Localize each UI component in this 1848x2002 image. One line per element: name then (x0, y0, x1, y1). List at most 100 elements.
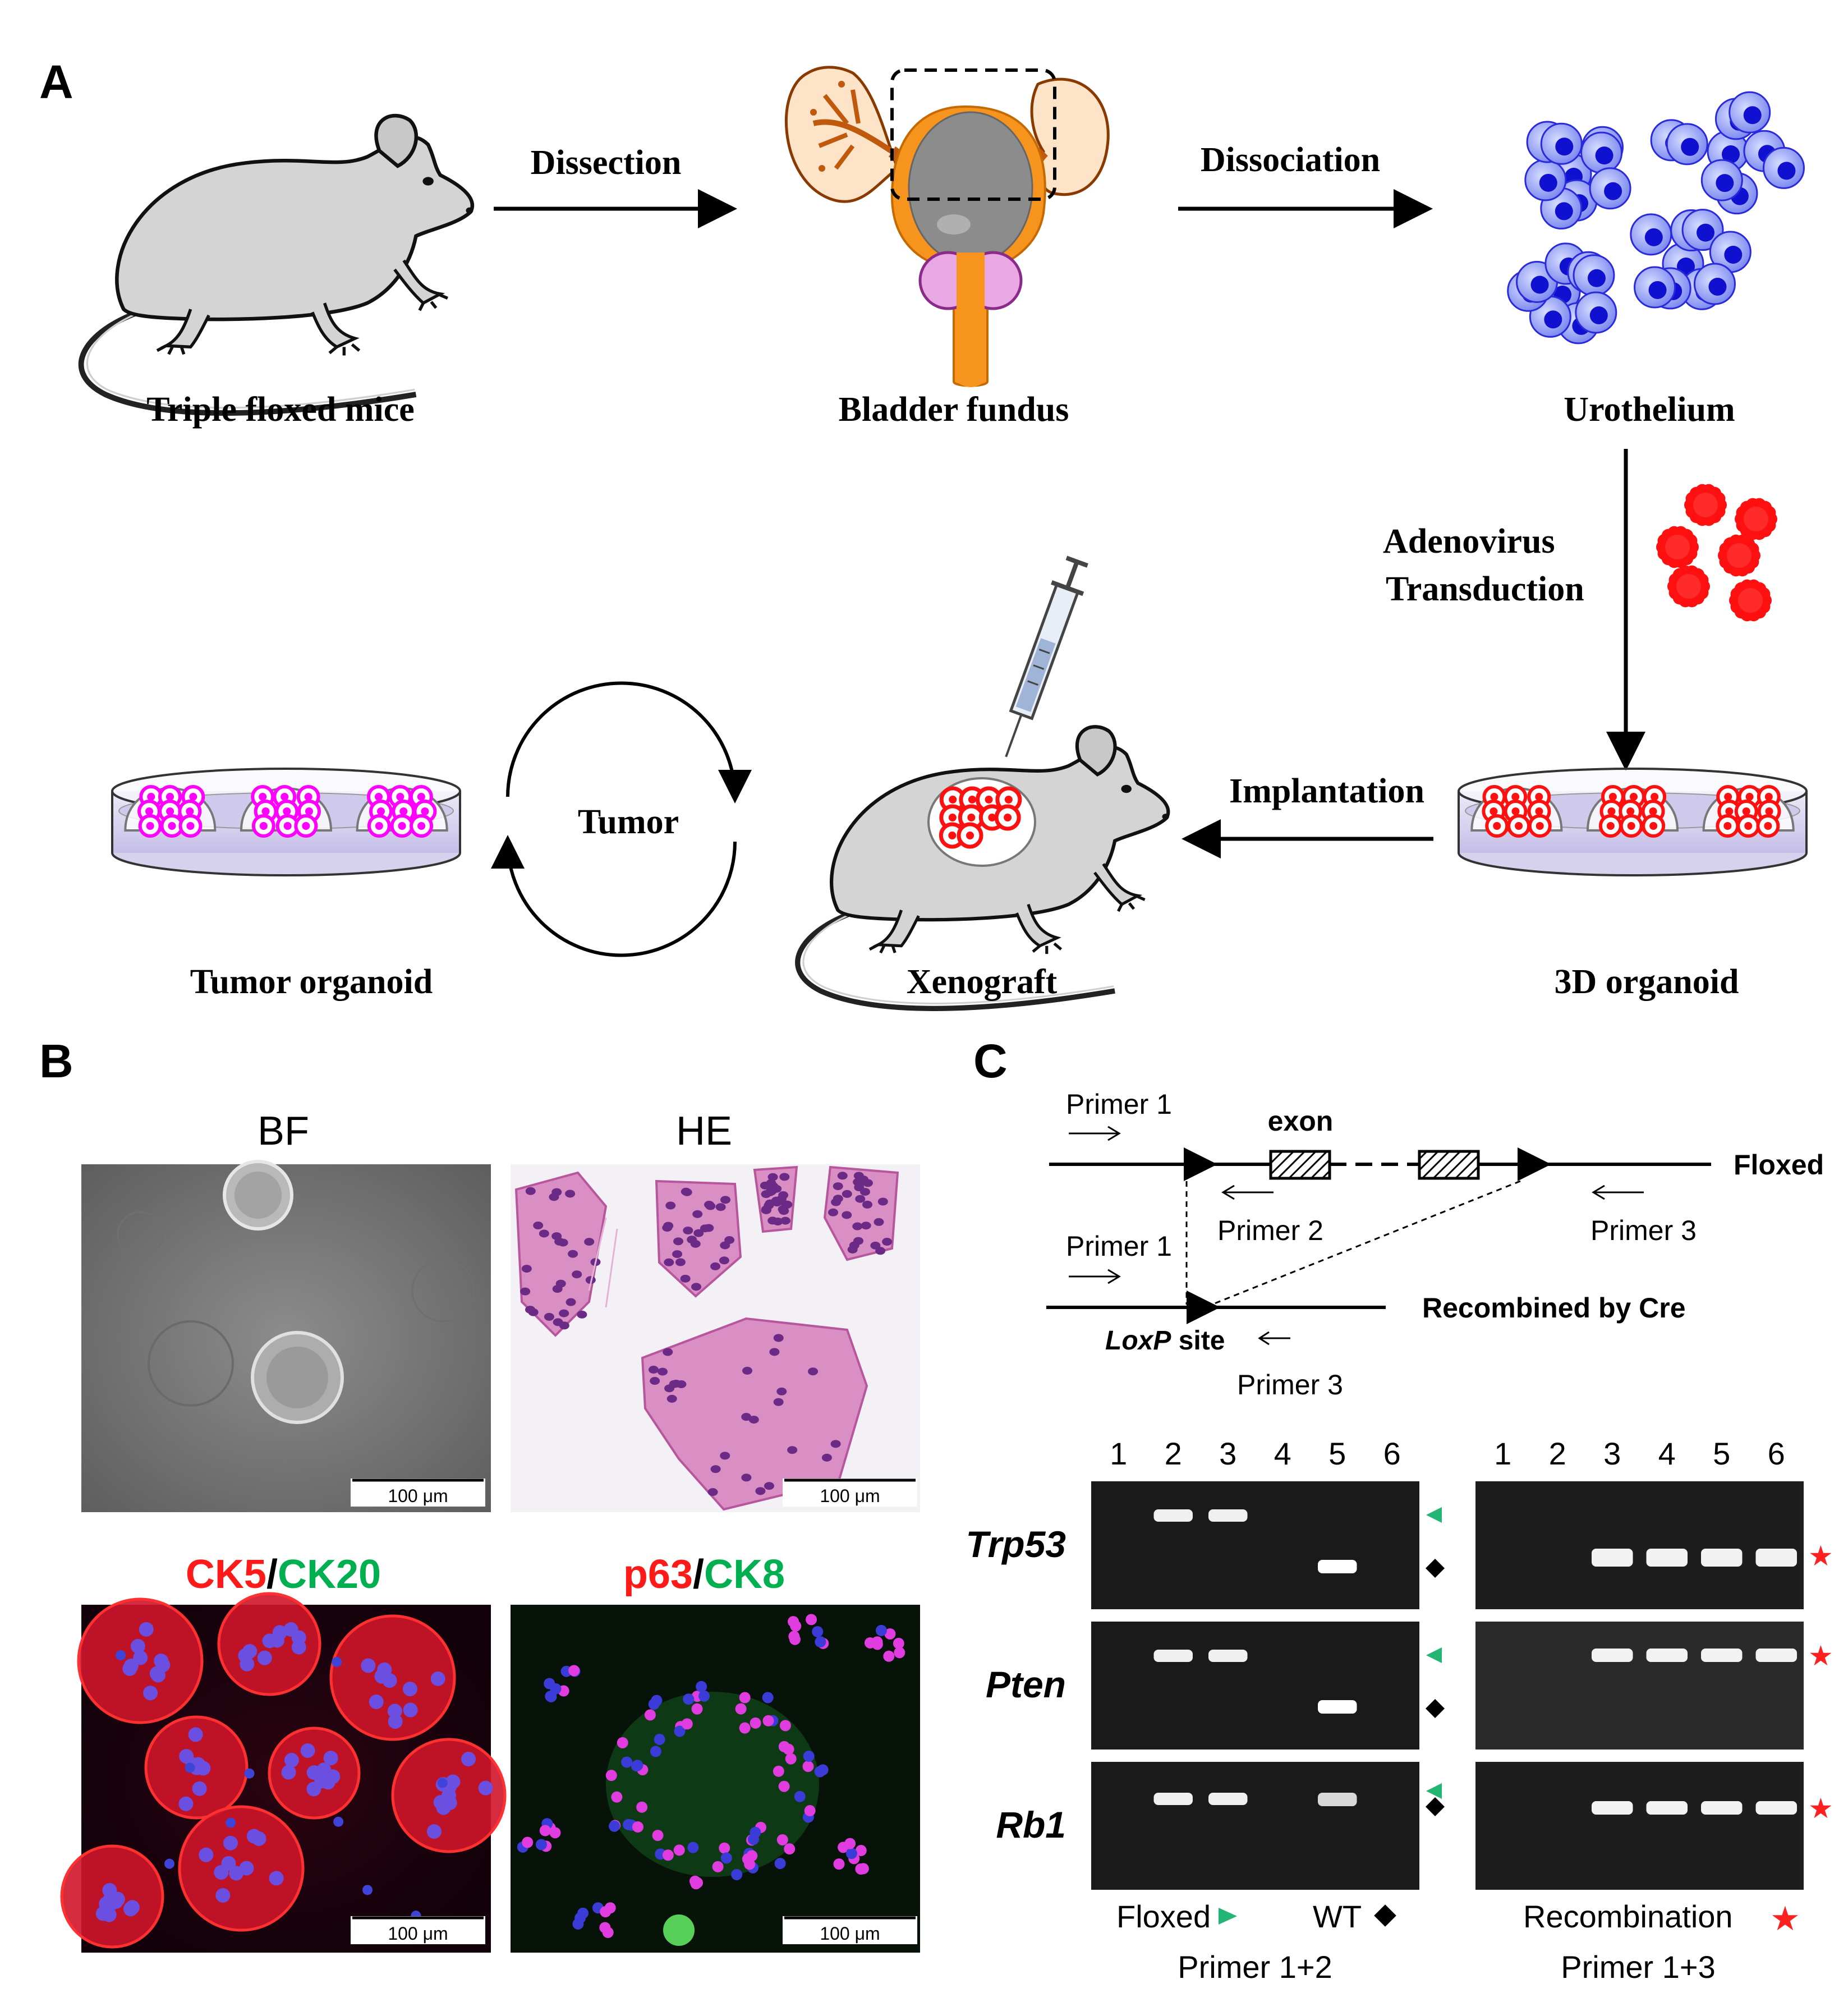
tumor-organoid-dish-icon (111, 768, 461, 876)
gel-band (1153, 1509, 1193, 1522)
label-dissection: Dissection (531, 144, 682, 182)
bf-micrograph (81, 1160, 491, 1512)
legend-wt: WT (1313, 1899, 1362, 1934)
gel-left-row (1091, 1481, 1419, 1609)
lane-label: 5 (1713, 1436, 1730, 1471)
gel-band (1701, 1649, 1743, 1662)
floxed-marker (1426, 1783, 1442, 1799)
gel-band (1755, 1649, 1797, 1662)
gel-band (1646, 1649, 1688, 1662)
floxed-marker (1426, 1647, 1442, 1663)
legend-wt-marker (1374, 1904, 1396, 1927)
exon-label: exon (1268, 1105, 1334, 1137)
primer1-label-top: Primer 1 (1066, 1089, 1172, 1120)
primer2-label: Primer 2 (1217, 1215, 1323, 1246)
gel-right-row (1475, 1622, 1804, 1750)
lane-label: 6 (1383, 1436, 1401, 1471)
gel-left-row (1091, 1622, 1419, 1750)
gel-band (1208, 1509, 1248, 1522)
gel-band (1592, 1801, 1633, 1815)
primer3-label-bottom: Primer 3 (1237, 1369, 1343, 1401)
lane-label: 3 (1219, 1436, 1236, 1471)
legend-floxed-marker (1219, 1908, 1237, 1925)
floxed-marker (1426, 1507, 1442, 1523)
gel-right-row (1475, 1481, 1804, 1609)
gel-band (1755, 1801, 1797, 1815)
gel-right-row (1475, 1762, 1804, 1890)
loxp-triangle-recombined (1187, 1291, 1220, 1324)
scalebar-he: 100 μm (820, 1486, 880, 1506)
stain-p63: p63 (623, 1552, 693, 1597)
label-triple-floxed-mice: Triple floxed mice (146, 391, 415, 429)
lane-label: 4 (1658, 1436, 1676, 1471)
organoid-dish-icon (1458, 768, 1808, 876)
title-p63-ck8: p63/CK8 (623, 1552, 785, 1597)
lane-label: 5 (1328, 1436, 1346, 1471)
gel-band (1592, 1549, 1633, 1567)
loxp-triangle-1 (1184, 1147, 1217, 1181)
gel-band (1755, 1549, 1797, 1567)
he-micrograph (511, 1164, 920, 1512)
label-bladder-fundus: Bladder fundus (839, 391, 1069, 429)
tumor-cycle-arrows (491, 681, 752, 957)
label-adenovirus: Adenovirus (1383, 522, 1555, 561)
primer1-arrow-bottom (1069, 1269, 1121, 1284)
wt-marker (1426, 1699, 1445, 1718)
label-urothelium: Urothelium (1564, 391, 1735, 429)
lane-label: 1 (1494, 1436, 1511, 1471)
wt-marker (1426, 1797, 1445, 1816)
gene-label: Rb1 (996, 1804, 1066, 1845)
gel-band (1208, 1793, 1248, 1805)
primer3-label-top: Primer 3 (1590, 1215, 1697, 1246)
legend-primer12: Primer 1+2 (1178, 1949, 1332, 1985)
gene-label: Pten (986, 1664, 1066, 1705)
primer3-arrow-bottom (1258, 1331, 1290, 1346)
exon-box-2 (1418, 1150, 1480, 1180)
wt-marker (1426, 1559, 1445, 1578)
gel-band (1701, 1549, 1743, 1567)
floxed-label: Floxed (1734, 1149, 1824, 1181)
primer3-arrow-top (1592, 1184, 1644, 1200)
triple-floxed-mouse-icon (81, 116, 474, 413)
primer1-arrow-top (1069, 1126, 1121, 1141)
panel-c-letter: C (973, 1035, 1008, 1087)
exon-box-1 (1269, 1150, 1331, 1180)
label-transduction: Transduction (1386, 570, 1584, 608)
stain-ck20: CK20 (278, 1552, 381, 1597)
label-tumor-organoid: Tumor organoid (190, 963, 433, 1001)
title-bf: BF (258, 1109, 309, 1154)
legend-recombination-marker: ★ (1770, 1900, 1800, 1937)
title-ck5-ck20: CK5/CK20 (186, 1552, 381, 1597)
title-he: HE (676, 1109, 732, 1154)
gel-band (1318, 1793, 1357, 1806)
loxp-site-label: LoxP site (1105, 1326, 1225, 1356)
legend-primer13: Primer 1+3 (1561, 1949, 1715, 1985)
lane-label: 2 (1549, 1436, 1566, 1471)
xenograft-mouse-icon (798, 555, 1169, 1008)
panel-a-letter: A (39, 56, 73, 108)
gel-left-row (1091, 1762, 1419, 1890)
lane-label: 2 (1165, 1436, 1182, 1471)
gel-band (1646, 1549, 1688, 1567)
adenovirus-icon (1656, 484, 1777, 622)
gel-band (1208, 1650, 1248, 1662)
gel-band (1318, 1700, 1357, 1714)
stain-ck8: CK8 (704, 1552, 785, 1597)
floxed-allele-schematic (1049, 1147, 1711, 1181)
label-tumor: Tumor (578, 803, 679, 841)
primer1-label-bottom: Primer 1 (1066, 1230, 1172, 1262)
primer2-arrow (1221, 1184, 1274, 1200)
recombined-label: Recombined by Cre (1422, 1292, 1686, 1324)
gel-band (1318, 1560, 1357, 1573)
legend-recombination: Recombination (1523, 1899, 1733, 1934)
label-implantation: Implantation (1229, 772, 1424, 810)
scalebar-ck5: 100 μm (388, 1923, 448, 1944)
lane-label: 6 (1768, 1436, 1785, 1471)
legend-floxed: Floxed (1116, 1899, 1211, 1934)
recombination-marker: ★ (1808, 1640, 1833, 1672)
recombined-allele-schematic (1046, 1291, 1386, 1324)
gel-band (1153, 1793, 1193, 1805)
lane-label: 4 (1274, 1436, 1291, 1471)
